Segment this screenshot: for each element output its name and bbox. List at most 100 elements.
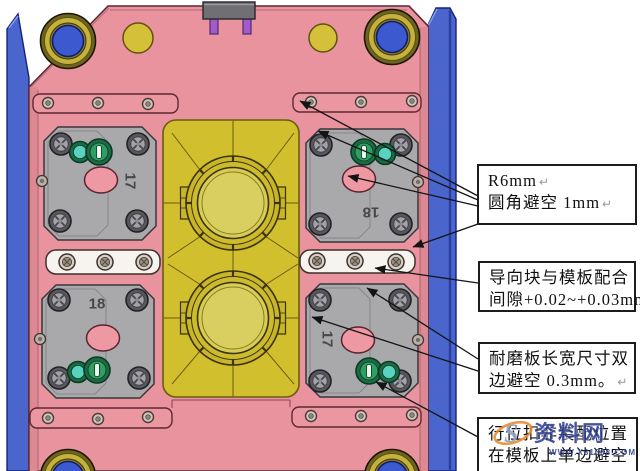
wear-plate-top-left: 17 xyxy=(35,126,157,241)
plate-right-sidewall xyxy=(420,27,428,471)
wear-plate-top-right: 18 xyxy=(305,128,425,243)
annotation-box-guide-block: 导向块与模板配合 间隙+0.02~+0.03mm↵ xyxy=(478,261,640,312)
wear-plate-bottom-left: 18 xyxy=(33,284,155,399)
leader-r6-pocket xyxy=(347,173,479,207)
cap-screw xyxy=(309,133,333,157)
return-mark: ↵ xyxy=(602,196,613,211)
cap-screw xyxy=(389,212,413,236)
leader-guide-strip xyxy=(374,265,479,284)
rail-screw xyxy=(304,95,318,109)
strip-screw xyxy=(308,252,326,270)
annotation-text: 0.5 xyxy=(488,468,512,471)
cap-screw xyxy=(308,212,332,236)
cap-screw xyxy=(125,209,149,233)
leader-lines xyxy=(299,100,479,438)
cavity-insert xyxy=(162,119,300,398)
wear-plate-bottom-right: 17 xyxy=(305,283,425,398)
plate-left-sidewall xyxy=(29,87,38,471)
annotation-text: 圆角避空 1mm xyxy=(488,192,601,212)
cavity-bore-bottom xyxy=(184,269,282,367)
locating-block xyxy=(202,1,256,35)
annotation-text: R6mm xyxy=(488,171,537,190)
cap-screw xyxy=(125,288,149,312)
leader-wear-plate-side xyxy=(311,315,479,372)
nylon-plug-slotted xyxy=(83,356,111,384)
watermark-letter: S xyxy=(504,419,518,448)
locating-pin-left xyxy=(209,18,219,35)
annotation-text: 在模板上单边避空 xyxy=(488,445,628,465)
rail-screw xyxy=(141,410,155,424)
plate-number: 17 xyxy=(122,173,139,190)
annotation-text: 间隙+0.02~+0.03mm xyxy=(489,289,640,309)
guide-bushing-top-right xyxy=(363,8,421,66)
cap-screw xyxy=(47,366,71,390)
rail-screw xyxy=(91,412,105,426)
plate-number: 18 xyxy=(89,296,106,313)
guide-strip-left xyxy=(45,249,161,275)
parting-lines xyxy=(163,120,299,397)
rail-top-left xyxy=(32,93,179,114)
watermark-name: 资料网 xyxy=(534,421,607,446)
plate-number: 17 xyxy=(319,331,336,348)
annotation-text: 导向块与模板配合 xyxy=(489,268,629,287)
locating-pin-right xyxy=(242,18,252,35)
rail-bottom-right xyxy=(291,406,422,428)
cap-screw xyxy=(49,132,73,156)
rail-screw xyxy=(304,409,318,423)
side-screw xyxy=(411,333,425,347)
nylon-plug-slotted xyxy=(350,138,378,166)
slide-pocket-hole xyxy=(340,326,376,354)
watermark-url: WWW.X31688.COM xyxy=(549,448,636,457)
nylon-plug-slotted xyxy=(85,138,113,166)
return-mark: ↵ xyxy=(538,175,549,189)
rail-screw xyxy=(41,411,55,425)
leader-slide-catch xyxy=(375,381,479,438)
leader-r6-rail-corner xyxy=(299,100,479,197)
side-screw xyxy=(35,174,49,188)
rail-screw xyxy=(405,94,419,108)
return-mark: ↵ xyxy=(617,374,628,389)
strip-screw xyxy=(387,253,405,271)
annotation-box-r6-corner: R6mm↵ 圆角避空 1mm↵ xyxy=(477,164,637,225)
nylon-plug-teal xyxy=(377,360,401,384)
cap-screw xyxy=(47,288,71,312)
side-screw xyxy=(33,332,47,346)
watermark-logo-icon: S xyxy=(492,414,534,450)
annotation-text: 边避空 0.3mm。 xyxy=(489,370,616,390)
rail-screw xyxy=(354,95,368,109)
rail-screw xyxy=(354,409,368,423)
side-screw xyxy=(411,175,425,189)
rail-bottom-left xyxy=(29,407,173,429)
cap-screw xyxy=(308,288,332,312)
mold-base-right-bar xyxy=(426,7,457,471)
leader-r6-plate-corner xyxy=(317,130,479,201)
slide-pocket-hole xyxy=(83,166,119,194)
support-hole-left xyxy=(122,22,154,54)
cap-screw xyxy=(388,288,412,312)
strip-screw xyxy=(135,253,153,271)
mold-base-left-bar xyxy=(6,12,30,471)
strip-screw xyxy=(58,253,76,271)
annotation-box-wear-plate: 耐磨板长宽尺寸双 边避空 0.3mm。↵ xyxy=(478,342,636,394)
support-hole-right xyxy=(308,23,338,53)
cap-screw xyxy=(126,132,150,156)
watermark: S 资料网 WWW.X31688.COM xyxy=(492,414,638,457)
leader-r6-strip-end xyxy=(412,223,479,248)
rail-screw xyxy=(41,96,55,110)
annotation-text: 耐磨板长宽尺寸双 xyxy=(489,349,629,368)
cap-screw xyxy=(127,366,151,390)
cap-screw xyxy=(48,209,72,233)
guide-bushing-top-left xyxy=(39,12,97,70)
strip-screw xyxy=(96,253,114,271)
plate-number: 18 xyxy=(363,204,380,221)
cavity-bore-top xyxy=(184,154,282,252)
strip-screw xyxy=(346,252,364,270)
rail-screw xyxy=(91,96,105,110)
leader-wear-plate-top xyxy=(366,287,479,360)
rail-screw xyxy=(405,408,419,422)
guide-strip-right xyxy=(299,249,416,274)
rail-top-right xyxy=(292,92,422,113)
slide-pocket-hole xyxy=(85,324,121,352)
